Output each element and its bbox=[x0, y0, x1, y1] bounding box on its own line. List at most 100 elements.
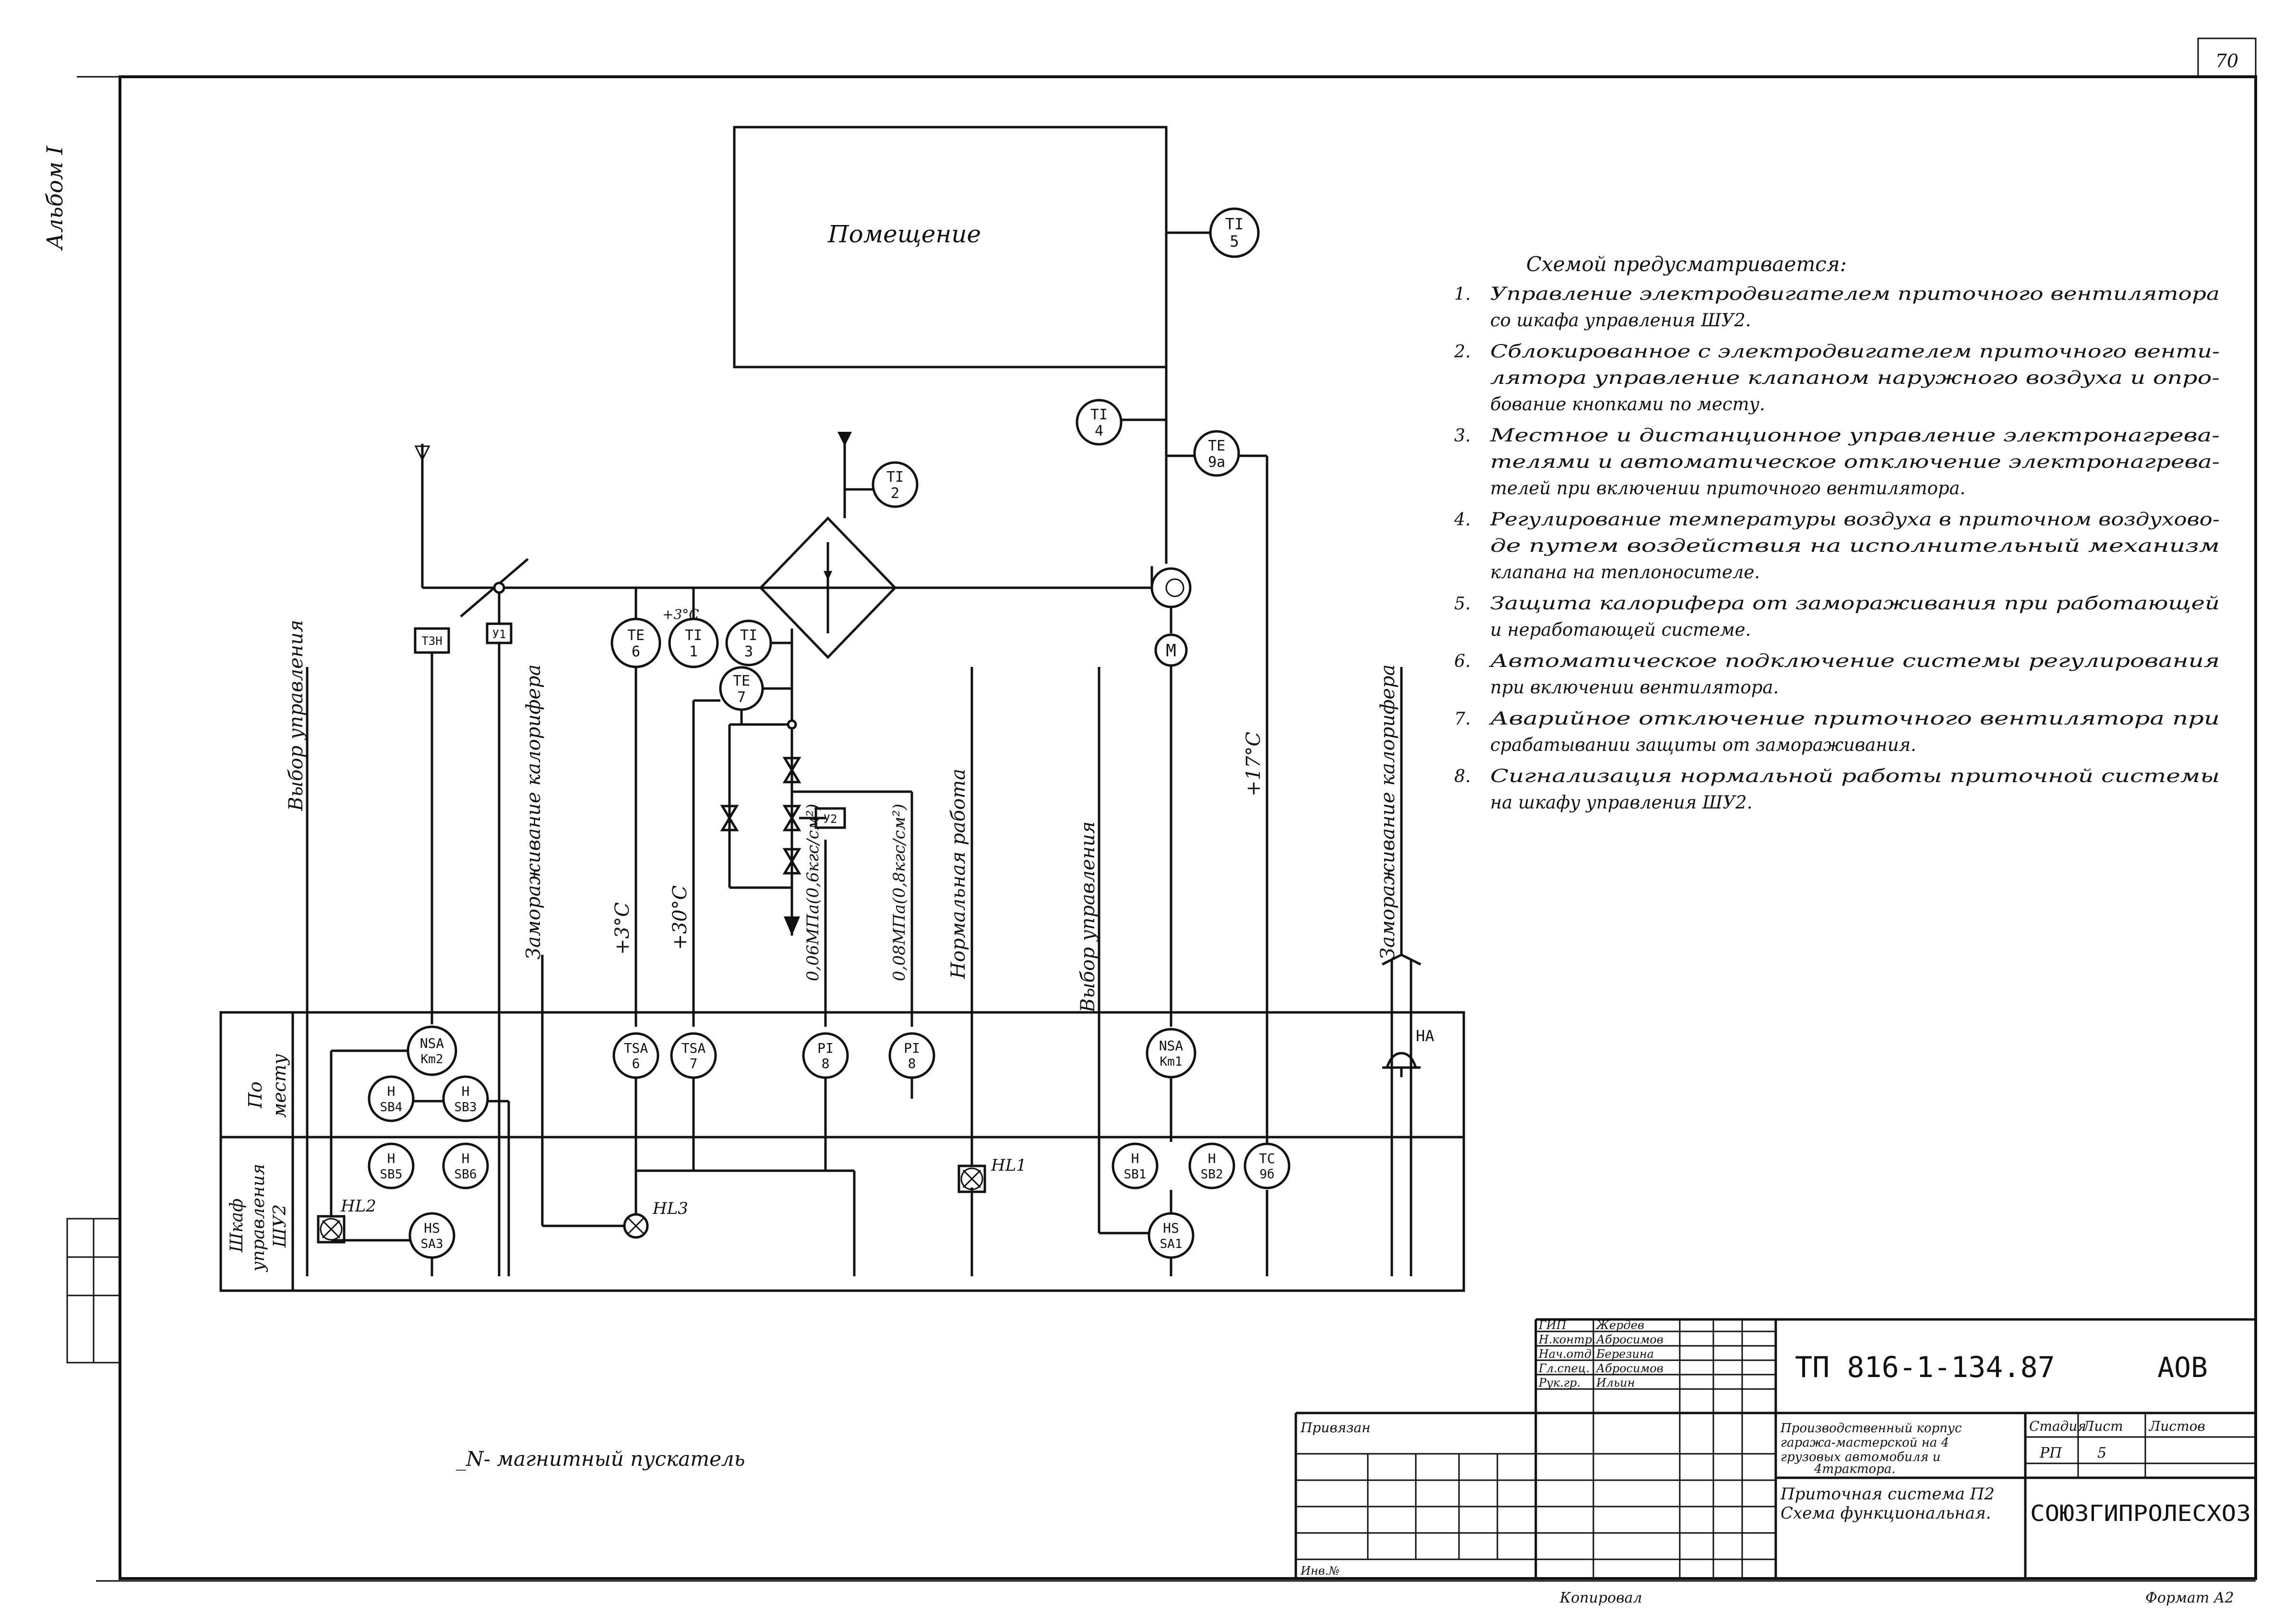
tzn-box: ТЗН bbox=[414, 627, 450, 654]
note-number: 5. bbox=[1454, 594, 1471, 614]
lamp-hl1-icon bbox=[957, 1164, 986, 1193]
svg-text:1: 1 bbox=[689, 643, 698, 660]
svg-text:2: 2 bbox=[891, 485, 899, 502]
note-number: 7. bbox=[1454, 709, 1471, 729]
vlabel-plus30: +30°С bbox=[669, 885, 691, 950]
left-stamp bbox=[66, 1218, 121, 1364]
instrument-h-sb2: H SB2 bbox=[1188, 1142, 1235, 1189]
instrument-h-sb1: H SB1 bbox=[1112, 1142, 1159, 1189]
room-label: Помещение bbox=[827, 220, 981, 248]
fan-motor: M bbox=[1154, 633, 1188, 667]
svg-text:8: 8 bbox=[822, 1056, 830, 1071]
note-line: Сблокированное с электродвигателем прито… bbox=[1490, 341, 2220, 362]
svg-text:H: H bbox=[387, 1151, 395, 1166]
staff-role: ГИП bbox=[1538, 1318, 1567, 1332]
staff-role: Нач.отд. bbox=[1538, 1347, 1595, 1361]
note-number: 8. bbox=[1454, 767, 1471, 786]
svg-text:4: 4 bbox=[1095, 423, 1103, 439]
svg-text:У2: У2 bbox=[824, 812, 837, 826]
svg-text:7: 7 bbox=[737, 689, 746, 706]
svg-text:ТЗН: ТЗН bbox=[421, 634, 442, 648]
title-block bbox=[1294, 1318, 2256, 1579]
lamp-hl1-label: HL1 bbox=[991, 1156, 1027, 1175]
svg-text:PI: PI bbox=[904, 1040, 920, 1056]
note-line: де путем воздействия на исполнительный м… bbox=[1490, 535, 2220, 556]
instrument-pi8-a: PI 8 bbox=[802, 1032, 849, 1079]
instrument-h-sb3: H SB3 bbox=[442, 1075, 489, 1122]
vlabel-control-select-2: Выбор управления bbox=[1077, 821, 1099, 1013]
svg-text:TSA: TSA bbox=[624, 1040, 648, 1056]
sheets-label: Листов bbox=[2148, 1418, 2205, 1434]
svg-text:TI: TI bbox=[1225, 215, 1244, 233]
actuator-y1: У1 bbox=[486, 622, 513, 644]
sheet-value: 5 bbox=[2097, 1445, 2106, 1461]
instrument-nsa-km2: NSA Km2 bbox=[407, 1025, 457, 1076]
note-number: 6. bbox=[1454, 652, 1471, 671]
stage-label: Стадия bbox=[2029, 1418, 2086, 1434]
svg-text:H: H bbox=[462, 1083, 470, 1099]
svg-text:TSA: TSA bbox=[682, 1040, 706, 1056]
instrument-nsa-km1: NSA Km1 bbox=[1146, 1028, 1196, 1079]
bound-label: Привязан bbox=[1300, 1420, 1371, 1436]
project-title-4: 4трактора. bbox=[1814, 1462, 1896, 1476]
svg-text:TE: TE bbox=[1208, 438, 1225, 454]
staff-name: Березина bbox=[1596, 1347, 1654, 1361]
row-local-1: По bbox=[245, 1081, 266, 1109]
note-line: Управление электродвигателем приточного … bbox=[1490, 284, 2220, 304]
notes-heading: Схемой предусматривается: bbox=[1526, 252, 1847, 276]
heating-piping bbox=[720, 719, 825, 936]
svg-text:SB1: SB1 bbox=[1124, 1167, 1147, 1182]
instrument-ti3: TI 3 bbox=[725, 619, 772, 666]
staff-name: Абросимов bbox=[1595, 1333, 1663, 1346]
svg-text:TE: TE bbox=[733, 673, 750, 689]
note-line: Местное и дистанционное управление элект… bbox=[1490, 425, 2220, 446]
vlabel-control-select: Выбор управления bbox=[285, 620, 307, 811]
legend-note: _N- магнитный пускатель bbox=[456, 1447, 745, 1471]
note-line: лятора управление клапаном наружного воз… bbox=[1490, 368, 2220, 388]
svg-text:H: H bbox=[1208, 1151, 1216, 1166]
notes-block: Схемой предусматривается: 1. Управление э… bbox=[1454, 252, 2220, 813]
svg-text:TI: TI bbox=[886, 469, 904, 486]
vlabel-plus3: +3°С bbox=[611, 902, 634, 955]
svg-text:5: 5 bbox=[1230, 232, 1239, 250]
row-cabinet-1: Шкаф bbox=[227, 1199, 247, 1253]
inventory-label: Инв.№ bbox=[1300, 1564, 1339, 1578]
svg-text:H: H bbox=[462, 1151, 470, 1166]
svg-text:TI: TI bbox=[1090, 406, 1108, 423]
vlabel-pressure-006: 0,06МПа(0,6кгс/см²) bbox=[803, 804, 823, 981]
staff-role: Гл.спец. bbox=[1538, 1362, 1590, 1375]
note-line: бование кнопками по месту. bbox=[1490, 394, 1765, 415]
note-line: Сигнализация нормальной работы приточной… bbox=[1490, 766, 2220, 786]
row-local-2: месту bbox=[269, 1054, 290, 1118]
svg-text:SA3: SA3 bbox=[421, 1237, 443, 1251]
svg-text:8: 8 bbox=[908, 1056, 916, 1071]
instrument-te9a: TE 9a bbox=[1193, 430, 1240, 477]
section-code: АОВ bbox=[2157, 1351, 2208, 1384]
room-box bbox=[733, 126, 1168, 368]
instrument-h-sb5: H SB5 bbox=[368, 1142, 415, 1189]
note-line: Защита калорифера от замораживания при р… bbox=[1490, 593, 2220, 614]
project-title-3: грузовых автомобиля и bbox=[1781, 1450, 1940, 1464]
svg-text:NSA: NSA bbox=[1159, 1038, 1184, 1054]
staff-name: Абросимов bbox=[1595, 1362, 1663, 1375]
vlabel-plus17: +17°С bbox=[1243, 732, 1265, 796]
svg-text:Km2: Km2 bbox=[421, 1052, 443, 1067]
instrument-ti1: TI 1 bbox=[668, 618, 719, 668]
instrument-ti2: TI 2 bbox=[872, 461, 919, 508]
lamp-hl2-label: HL2 bbox=[340, 1197, 376, 1216]
instrument-ti5: TI 5 bbox=[1209, 207, 1260, 258]
vlabel-normal: Нормальная работа bbox=[947, 769, 969, 979]
note-number: 2. bbox=[1454, 342, 1471, 362]
return-arrow-icon bbox=[837, 432, 852, 446]
note-number: 1. bbox=[1454, 285, 1471, 304]
note-number: 3. bbox=[1454, 426, 1471, 446]
horn-ha: HA bbox=[1382, 1027, 1435, 1077]
lamp-hl2-icon bbox=[317, 1215, 346, 1244]
doc-code: ТП 816-1-134.87 bbox=[1795, 1351, 2055, 1384]
instrument-pi8-b: PI 8 bbox=[888, 1032, 935, 1079]
project-title-2: гаража-мастерской на 4 bbox=[1781, 1436, 1949, 1450]
svg-text:SB5: SB5 bbox=[380, 1167, 403, 1182]
instrument-te6: TE 6 bbox=[610, 618, 661, 668]
copied-by: Копировал bbox=[1559, 1590, 1642, 1606]
